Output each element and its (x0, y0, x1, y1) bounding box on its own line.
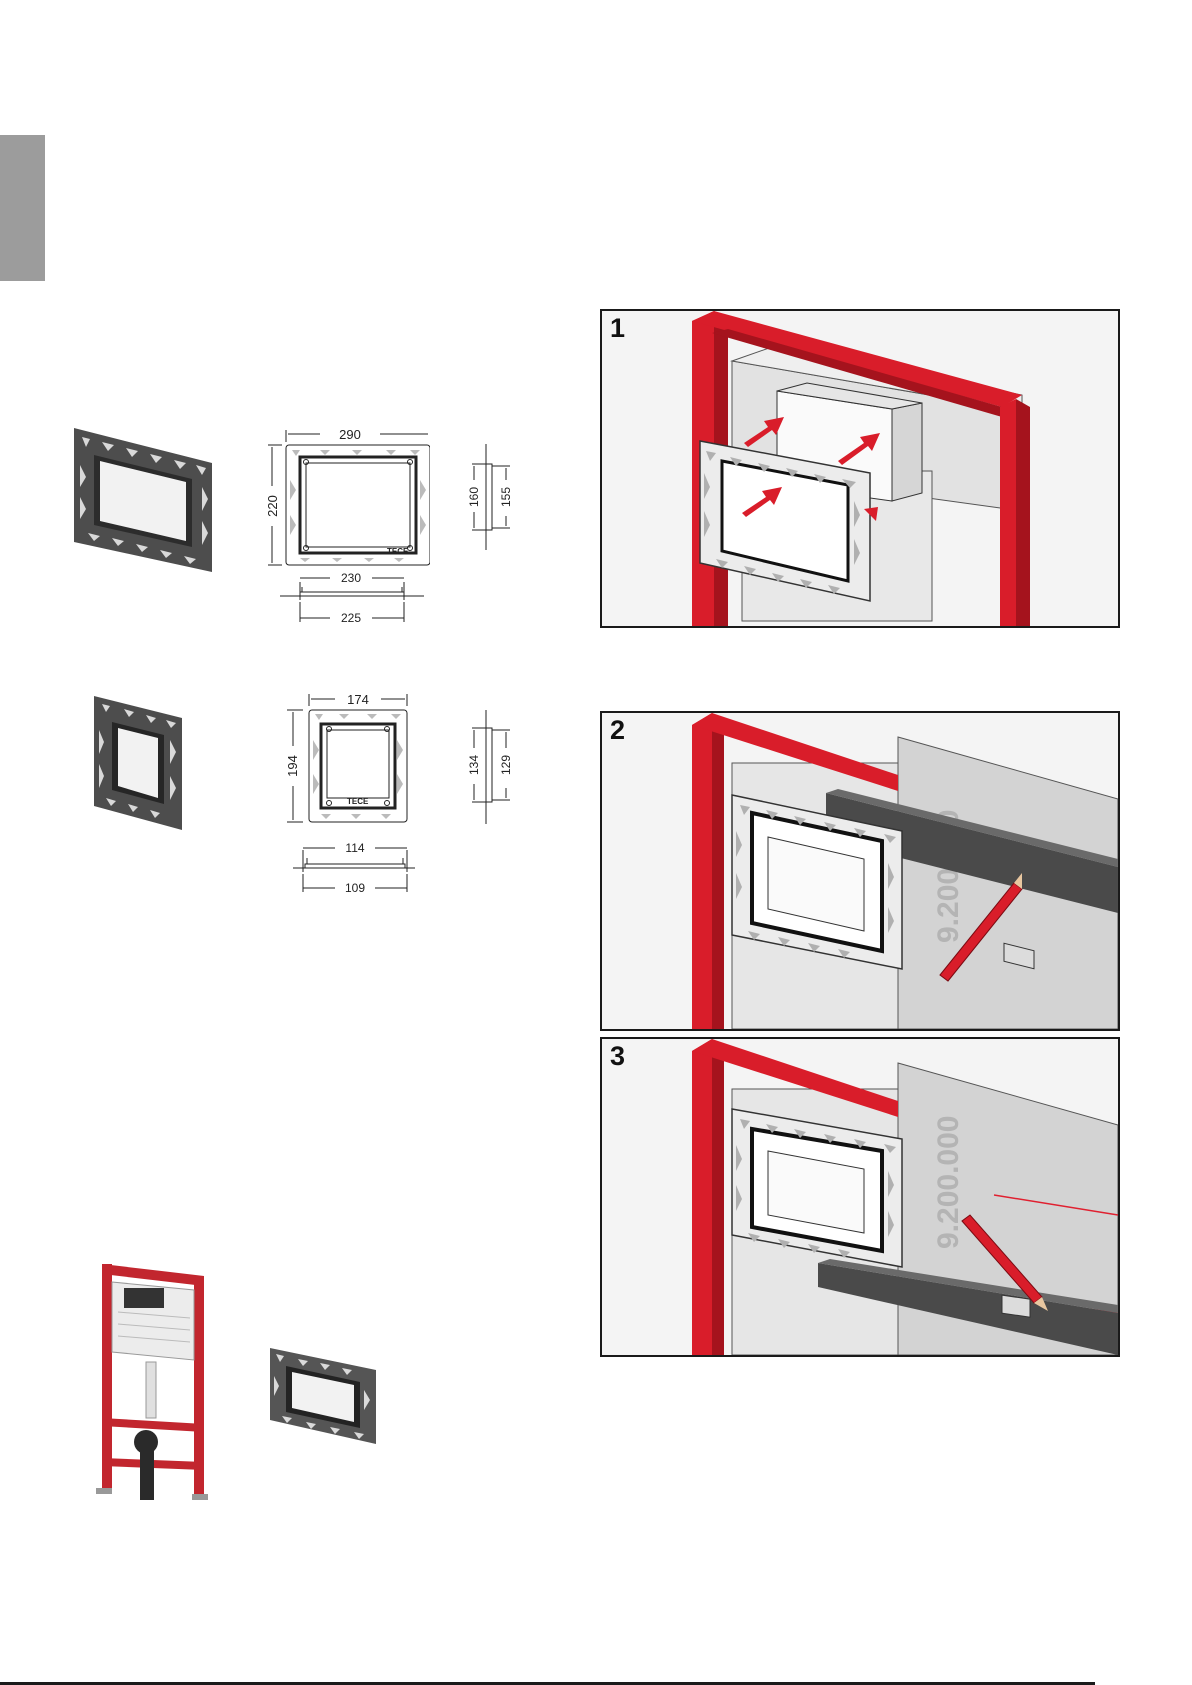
large-depth-b-label: 155 (499, 487, 513, 507)
step-2-panel: 9.200.000 2 (600, 711, 1120, 1031)
small-frame-photo (90, 694, 190, 834)
step-3-board-marking: 9.200.000 (932, 1116, 965, 1249)
step-1-number: 1 (610, 313, 625, 344)
large-width-outer-label: 290 (339, 427, 361, 442)
large-frame-photo (70, 425, 220, 575)
small-frame-dimension-drawing: TECE 174 194 114 109 (285, 690, 425, 895)
large-width-inner-label: 230 (341, 571, 361, 585)
large-drawing-brand-label: TECE (387, 547, 409, 556)
small-width-inner-label: 114 (345, 841, 364, 855)
large-height-outer-label: 220 (265, 495, 280, 517)
small-height-outer-label: 194 (285, 755, 300, 777)
small-frame-side-profile: 134 129 (458, 708, 523, 828)
step-1-illustration (602, 311, 1118, 626)
small-width-base-label: 109 (345, 881, 365, 895)
small-drawing-brand-label: TECE (347, 797, 369, 806)
large-depth-a-label: 160 (467, 487, 481, 507)
step-1-panel: 1 (600, 309, 1120, 628)
step-3-illustration: 9.200.000 (602, 1039, 1118, 1355)
step-2-illustration: 9.200.000 (602, 713, 1118, 1029)
small-width-outer-label: 174 (347, 692, 369, 707)
small-depth-b-label: 129 (499, 755, 513, 775)
chapter-side-tab (0, 135, 45, 281)
step-3-panel: 9.200.000 3 (600, 1037, 1120, 1357)
step-2-number: 2 (610, 715, 625, 746)
installation-element-photo (96, 1262, 216, 1512)
large-frame-dimension-drawing: TECE 290 220 230 225 (260, 420, 430, 625)
large-frame-side-profile: 160 155 (458, 440, 523, 555)
step-3-number: 3 (610, 1041, 625, 1072)
small-depth-a-label: 134 (467, 755, 481, 775)
mounting-frame-photo-bottom (266, 1346, 380, 1446)
large-width-base-label: 225 (341, 611, 361, 625)
